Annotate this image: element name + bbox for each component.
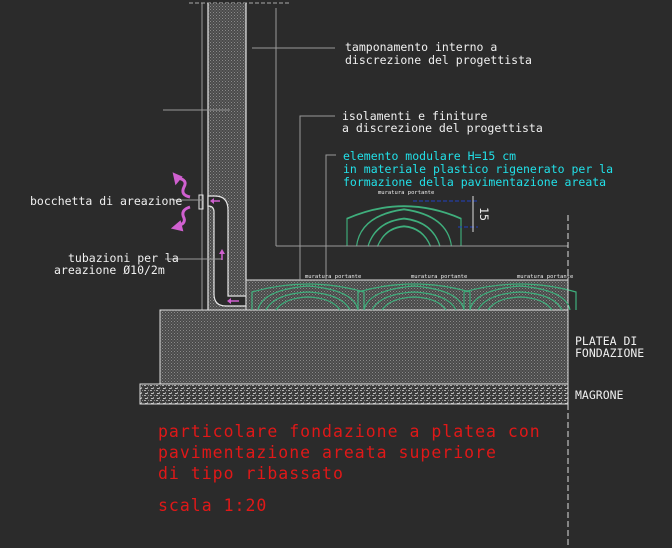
scale-label: scala 1:20 xyxy=(158,496,267,515)
label-muratura-1: muratura portante xyxy=(305,274,361,280)
title-line-2: pavimentazione areata superiore xyxy=(158,443,497,462)
label-elemento-1: elemento modulare H=15 cm xyxy=(343,149,516,163)
label-muratura-detail: muratura portante xyxy=(378,190,434,196)
title-line-3: di tipo ribassato xyxy=(158,464,344,483)
label-tubazioni-1: tubazioni per la xyxy=(68,251,179,265)
label-isolamenti-1: isolamenti e finiture xyxy=(342,109,487,123)
label-tamponamento-1: tamponamento interno a xyxy=(345,40,497,54)
dimension-value: 15 xyxy=(477,207,491,221)
label-bocchetta: bocchetta di areazione xyxy=(30,194,182,208)
label-elemento-2: in materiale plastico rigenerato per la xyxy=(343,162,613,176)
label-magrone: MAGRONE xyxy=(575,388,624,402)
title-line-1: particolare fondazione a platea con xyxy=(158,422,541,441)
label-isolamenti-2: a discrezione del progettista xyxy=(342,121,543,135)
ventilation-pipe xyxy=(207,195,247,307)
magrone-layer xyxy=(139,383,569,405)
ventilated-floor xyxy=(245,279,569,311)
label-tamponamento-2: discrezione del progettista xyxy=(345,53,532,67)
module-detail xyxy=(346,205,462,248)
vent-grille xyxy=(198,194,204,210)
airflow-arrows xyxy=(170,172,239,304)
label-tubazioni-2: areazione Ø10/2m xyxy=(54,263,165,277)
label-muratura-2: muratura portante xyxy=(411,274,467,280)
label-platea-2: FONDAZIONE xyxy=(575,346,644,360)
label-muratura-3: muratura portante xyxy=(517,274,573,280)
label-platea-1: PLATEA DI xyxy=(575,334,637,348)
platea-slab xyxy=(159,309,569,385)
airflow-arrow-up-icon xyxy=(177,176,191,199)
label-elemento-3: formazione della pavimentazione areata xyxy=(343,175,606,189)
